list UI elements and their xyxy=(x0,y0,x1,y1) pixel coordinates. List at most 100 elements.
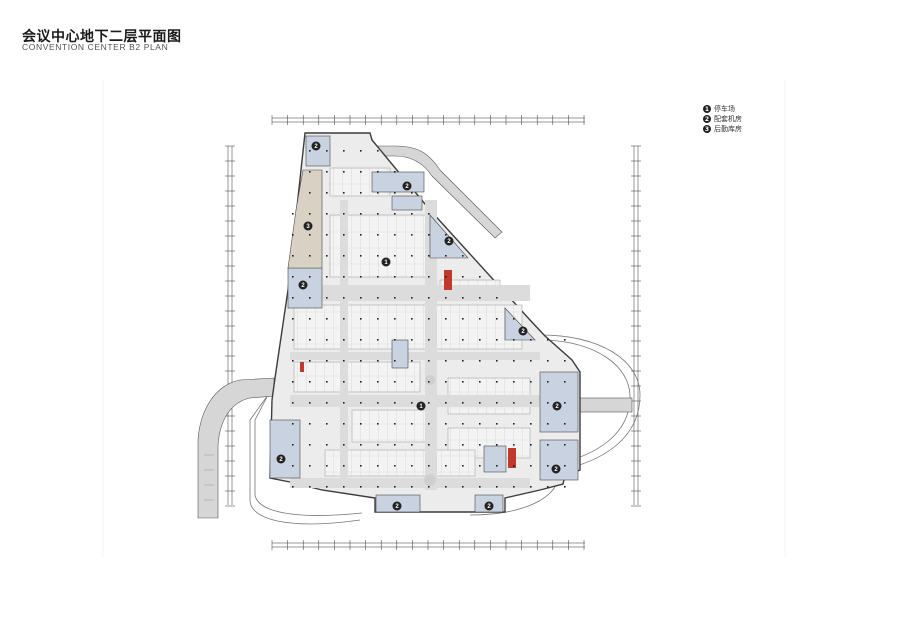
legend-number-badge: 3 xyxy=(703,125,711,133)
column xyxy=(428,465,430,467)
column xyxy=(547,423,549,425)
column xyxy=(326,360,328,362)
column xyxy=(292,423,294,425)
column xyxy=(462,339,464,341)
column xyxy=(496,444,498,446)
column xyxy=(326,255,328,257)
column xyxy=(411,255,413,257)
column xyxy=(292,360,294,362)
column xyxy=(292,234,294,236)
label-room-left-mid: 2 xyxy=(298,280,308,290)
column xyxy=(445,423,447,425)
column xyxy=(462,465,464,467)
column xyxy=(513,318,515,320)
column xyxy=(292,276,294,278)
column xyxy=(394,339,396,341)
column xyxy=(394,465,396,467)
column xyxy=(377,276,379,278)
column xyxy=(547,465,549,467)
column xyxy=(530,360,532,362)
column xyxy=(343,381,345,383)
column xyxy=(360,192,362,194)
column xyxy=(309,192,311,194)
column xyxy=(326,213,328,215)
column xyxy=(360,339,362,341)
legend-number-badge: 1 xyxy=(703,105,711,113)
column xyxy=(377,318,379,320)
column xyxy=(377,171,379,173)
column xyxy=(428,234,430,236)
column xyxy=(343,402,345,404)
column xyxy=(360,486,362,488)
column xyxy=(479,360,481,362)
svg-text:2: 2 xyxy=(554,467,558,473)
column xyxy=(326,192,328,194)
column xyxy=(377,255,379,257)
column xyxy=(394,234,396,236)
column xyxy=(496,339,498,341)
column xyxy=(343,150,345,152)
column xyxy=(309,339,311,341)
column xyxy=(377,297,379,299)
column xyxy=(309,402,311,404)
column xyxy=(445,360,447,362)
column xyxy=(479,318,481,320)
column xyxy=(513,486,515,488)
column xyxy=(309,234,311,236)
column xyxy=(428,276,430,278)
column xyxy=(343,192,345,194)
column xyxy=(445,381,447,383)
column xyxy=(547,339,549,341)
column xyxy=(309,465,311,467)
column xyxy=(496,402,498,404)
column xyxy=(343,297,345,299)
column xyxy=(530,423,532,425)
column xyxy=(394,402,396,404)
column xyxy=(326,276,328,278)
column xyxy=(411,381,413,383)
column xyxy=(462,318,464,320)
column xyxy=(377,444,379,446)
svg-text:2: 2 xyxy=(405,184,409,190)
label-parking-main: 1 xyxy=(381,257,391,267)
equipment-rooms xyxy=(269,135,579,513)
legend-number-badge: 2 xyxy=(703,115,711,123)
column xyxy=(377,339,379,341)
column xyxy=(479,486,481,488)
column xyxy=(360,297,362,299)
column xyxy=(564,339,566,341)
column xyxy=(564,360,566,362)
label-room-upper-right: 2 xyxy=(444,236,454,246)
column xyxy=(343,465,345,467)
column xyxy=(479,444,481,446)
column xyxy=(343,360,345,362)
column xyxy=(513,423,515,425)
legend-label: 停车场 xyxy=(714,105,735,113)
column xyxy=(360,360,362,362)
column xyxy=(428,486,430,488)
legend: 1 停车场 2 配套机房 3 后勤库房 xyxy=(703,104,742,134)
page-title: 会议中心地下二层平面图 xyxy=(22,29,182,45)
column xyxy=(564,486,566,488)
svg-text:2: 2 xyxy=(395,504,399,510)
column xyxy=(326,423,328,425)
page-subtitle: CONVENTION CENTER B2 PLAN xyxy=(22,42,169,52)
column xyxy=(394,171,396,173)
column xyxy=(377,234,379,236)
column xyxy=(309,444,311,446)
column xyxy=(445,339,447,341)
column xyxy=(292,444,294,446)
column xyxy=(445,255,447,257)
column xyxy=(445,318,447,320)
column xyxy=(360,444,362,446)
column xyxy=(428,402,430,404)
column xyxy=(326,486,328,488)
column xyxy=(360,150,362,152)
column xyxy=(292,381,294,383)
frame xyxy=(102,80,786,558)
column xyxy=(411,276,413,278)
column xyxy=(394,444,396,446)
column xyxy=(445,444,447,446)
column xyxy=(428,381,430,383)
column xyxy=(547,444,549,446)
